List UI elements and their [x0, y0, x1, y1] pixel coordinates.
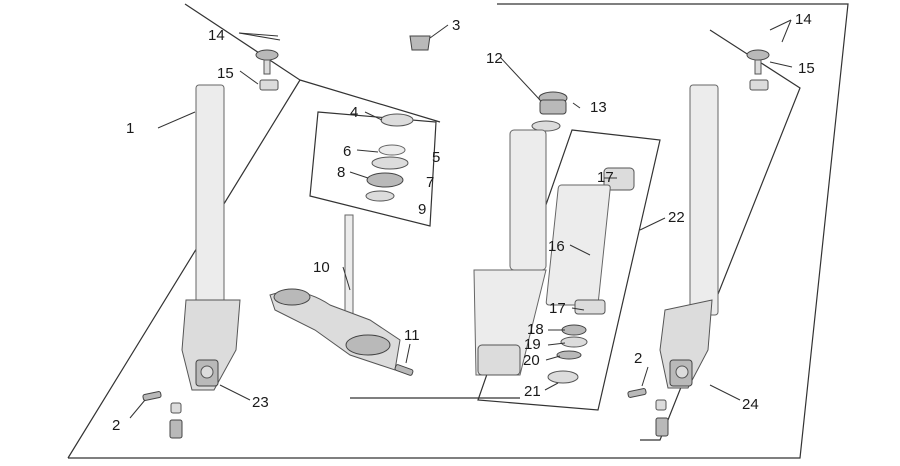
callout-17-upper: 17 — [597, 169, 614, 186]
callout-14-left: 14 — [208, 27, 225, 44]
left-fork-leg — [142, 49, 279, 439]
callout-labels: 1 2 2 3 4 5 6 7 8 9 10 11 12 13 14 14 15… — [112, 11, 815, 434]
frame-steering-group — [299, 79, 441, 123]
callout-1: 1 — [126, 120, 134, 137]
callout-17-lower: 17 — [549, 300, 566, 317]
callout-24: 24 — [742, 396, 759, 413]
callout-10: 10 — [313, 259, 330, 276]
callout-19: 19 — [524, 336, 541, 353]
callout-13: 13 — [590, 99, 607, 116]
callout-2-right: 2 — [634, 350, 642, 367]
callout-11: 11 — [404, 327, 420, 344]
leader-lines — [129, 19, 793, 419]
callout-23: 23 — [252, 394, 269, 411]
callout-12: 12 — [486, 50, 503, 67]
callout-8: 8 — [337, 164, 345, 181]
inner-tube-assembly — [545, 167, 635, 384]
steering-assembly — [269, 35, 431, 376]
callout-15-right: 15 — [798, 60, 815, 77]
callout-15-left: 15 — [217, 65, 234, 82]
frame-center-bounds — [68, 3, 849, 459]
callout-6: 6 — [343, 143, 351, 160]
callout-22: 22 — [668, 209, 685, 226]
callout-5: 5 — [432, 149, 440, 166]
callout-14-right: 14 — [795, 11, 812, 28]
outer-tube-assembly — [473, 91, 568, 376]
callout-20: 20 — [523, 352, 540, 369]
callout-2-left: 2 — [112, 417, 120, 434]
callout-9: 9 — [418, 201, 426, 218]
frame-right-leg — [640, 29, 801, 441]
callout-16: 16 — [548, 238, 565, 255]
callout-7: 7 — [426, 174, 434, 191]
callout-21: 21 — [524, 383, 541, 400]
callout-18: 18 — [527, 321, 544, 338]
callout-3: 3 — [452, 17, 460, 34]
callout-4: 4 — [350, 104, 358, 121]
right-fork-leg — [627, 49, 770, 437]
